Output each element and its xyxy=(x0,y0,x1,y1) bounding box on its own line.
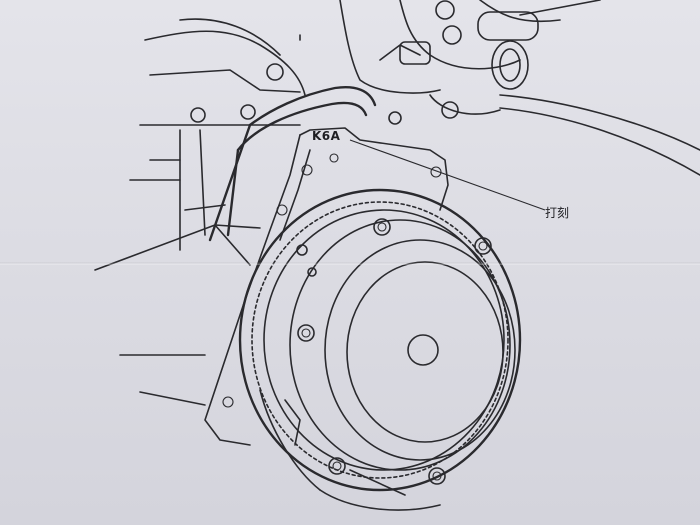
stamp-callout-label: 打刻 xyxy=(545,206,570,220)
engine-block xyxy=(94,18,306,406)
callout-leader xyxy=(349,139,546,211)
coolant-pipe xyxy=(208,86,377,242)
top-housing xyxy=(339,0,700,176)
engine-code-stamp-label: K6A xyxy=(312,129,341,143)
engine-plate xyxy=(204,127,449,446)
flywheel xyxy=(238,188,522,511)
